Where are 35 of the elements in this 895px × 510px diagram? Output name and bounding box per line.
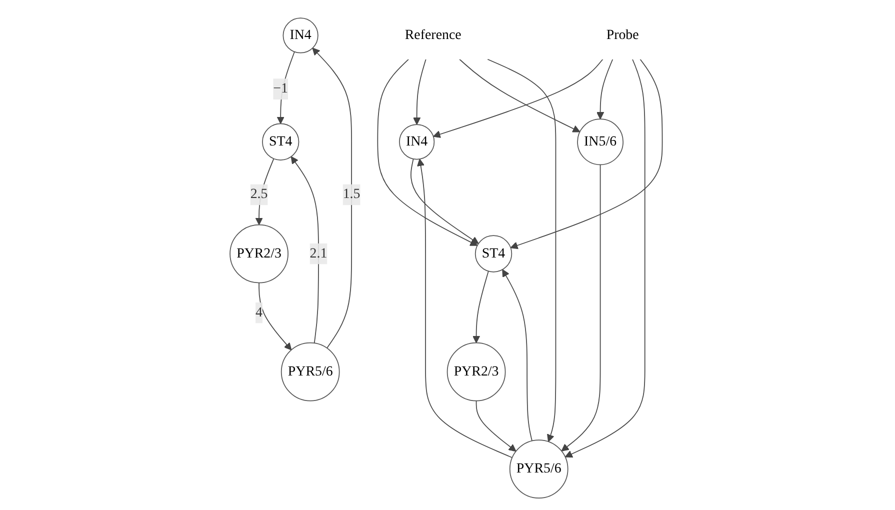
edge-label: −1 [273, 81, 288, 96]
arrow [564, 58, 646, 458]
node-circle: PYR2/3 [446, 342, 506, 402]
arrow [510, 58, 663, 250]
arrow [502, 269, 532, 442]
node-text: Reference [404, 28, 462, 42]
arrow [377, 58, 478, 246]
edge-label: 2.5 [250, 186, 268, 202]
arrow [276, 51, 295, 124]
arrow [432, 58, 604, 138]
arrow [561, 164, 601, 452]
node-circle: ST4 [474, 235, 512, 272]
arrow [312, 48, 352, 348]
node-circle: IN4 [399, 124, 435, 160]
arrow [416, 158, 513, 458]
arrow [476, 400, 516, 452]
node-circle: PYR2/3 [230, 224, 288, 284]
edge-label: 1.5 [342, 186, 360, 202]
edge-label: 2.1 [310, 246, 328, 261]
arrow [486, 58, 556, 442]
node-circle: PYR5/6 [509, 440, 568, 498]
arrow [255, 158, 274, 226]
arrow [458, 58, 580, 132]
arrow [472, 270, 489, 344]
arrow [410, 158, 479, 244]
arrow [258, 282, 292, 350]
arrow [596, 58, 614, 120]
node-circle: IN4 [282, 18, 318, 54]
node-text: Probe [606, 28, 639, 42]
arrow [412, 58, 426, 125]
node-circle: IN5/6 [577, 118, 624, 166]
edge-label: 4 [256, 304, 263, 320]
node-circle: PYR5/6 [280, 342, 340, 402]
node-circle: ST4 [262, 123, 300, 160]
arrow [290, 156, 319, 344]
